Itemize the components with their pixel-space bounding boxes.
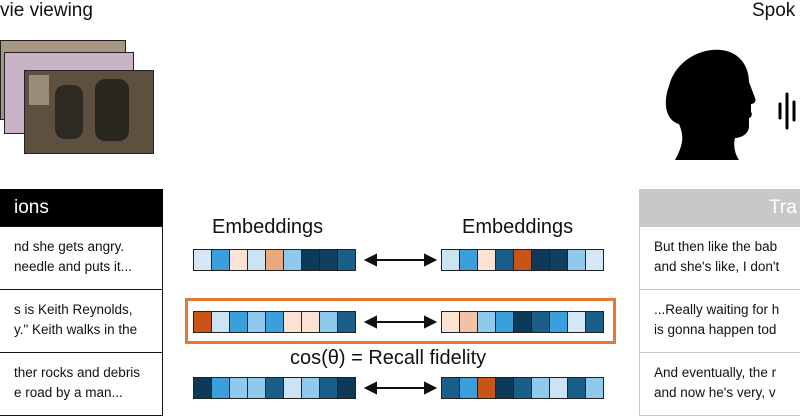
embedding-cell <box>247 377 266 399</box>
embedding-cell <box>229 249 248 271</box>
embedding-cell <box>265 377 284 399</box>
embedding-cell <box>459 311 478 333</box>
embedding-cell <box>193 311 212 333</box>
embedding-cell <box>531 311 550 333</box>
embedding-strip <box>193 377 356 399</box>
embedding-strip <box>441 249 604 271</box>
embedding-cell <box>567 377 586 399</box>
embedding-cell <box>337 377 356 399</box>
embedding-cell <box>441 311 460 333</box>
embedding-cell <box>585 311 604 333</box>
embedding-cell <box>337 311 356 333</box>
embedding-cell <box>531 249 550 271</box>
embedding-cell <box>549 311 568 333</box>
audio-wave-icon <box>778 92 796 130</box>
left-description-box-1: nd she gets angry. needle and puts it... <box>0 226 163 290</box>
embedding-cell <box>301 249 320 271</box>
left-embeddings-label: Embeddings <box>212 216 324 238</box>
left-panel-title: ions <box>0 189 163 227</box>
embedding-cell <box>193 249 212 271</box>
embedding-cell <box>495 311 514 333</box>
embedding-cell <box>513 311 532 333</box>
embedding-cell <box>585 249 604 271</box>
embedding-cell <box>211 377 230 399</box>
movie-frame-light <box>29 75 49 105</box>
double-arrow-icon <box>363 253 438 267</box>
embedding-cell <box>211 311 230 333</box>
embedding-cell <box>229 311 248 333</box>
embedding-cell <box>513 249 532 271</box>
left-description-box-2: s is Keith Reynolds, y." Keith walks in … <box>0 289 163 353</box>
embedding-cell <box>477 249 496 271</box>
embedding-cell <box>549 377 568 399</box>
embedding-cell <box>247 249 266 271</box>
right-embeddings-label: Embeddings <box>462 216 574 238</box>
movie-frame-figure-dark <box>55 85 83 139</box>
embedding-cell <box>477 377 496 399</box>
embedding-cell <box>549 249 568 271</box>
spoken-recall-heading: Spok <box>752 0 796 21</box>
embedding-cell <box>229 377 248 399</box>
right-panel-title: Tra <box>639 189 800 227</box>
embedding-cell <box>283 311 302 333</box>
embedding-cell <box>265 311 284 333</box>
highlight-box <box>185 298 616 344</box>
embedding-cell <box>301 311 320 333</box>
embedding-cell <box>319 377 338 399</box>
embedding-strip <box>441 377 604 399</box>
embedding-cell <box>301 377 320 399</box>
embedding-cell <box>337 249 356 271</box>
embedding-cell <box>477 311 496 333</box>
movie-frame-front <box>24 70 154 154</box>
embedding-cell <box>283 377 302 399</box>
embedding-cell <box>283 249 302 271</box>
embedding-cell <box>513 377 532 399</box>
embedding-cell <box>585 377 604 399</box>
embedding-cell <box>193 377 212 399</box>
embedding-cell <box>441 377 460 399</box>
left-description-box-3: ther rocks and debris e road by a man... <box>0 352 163 416</box>
right-transcript-box-1: But then like the bab and she's like, I … <box>639 226 800 290</box>
embedding-cell <box>211 249 230 271</box>
embedding-strip <box>193 311 356 333</box>
embedding-cell <box>459 249 478 271</box>
recall-fidelity-formula: cos(θ) = Recall fidelity <box>290 347 487 369</box>
speaking-head-icon <box>665 49 756 161</box>
embedding-cell <box>531 377 550 399</box>
double-arrow-icon <box>363 381 438 395</box>
movie-frame-figure-dark <box>95 79 129 141</box>
embedding-cell <box>459 377 478 399</box>
movie-viewing-heading: vie viewing <box>0 0 93 21</box>
embedding-cell <box>567 249 586 271</box>
embedding-strip <box>193 249 356 271</box>
embedding-cell <box>441 249 460 271</box>
embedding-strip <box>441 311 604 333</box>
embedding-cell <box>265 249 284 271</box>
embedding-cell <box>319 311 338 333</box>
embedding-cell <box>495 377 514 399</box>
right-transcript-box-2: ...Really waiting for h is gonna happen … <box>639 289 800 353</box>
embedding-cell <box>495 249 514 271</box>
embedding-cell <box>319 249 338 271</box>
right-transcript-box-3: And eventually, the r and now he's very,… <box>639 352 800 416</box>
embedding-cell <box>567 311 586 333</box>
embedding-cell <box>247 311 266 333</box>
